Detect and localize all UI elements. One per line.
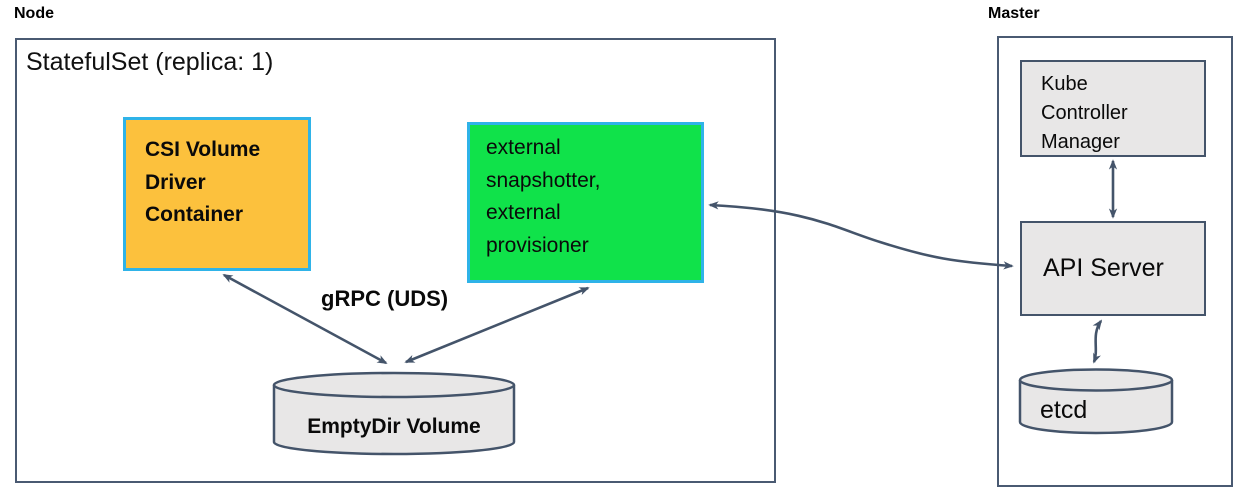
cylinder-shape-icon [272,371,516,456]
statefulset-title: StatefulSet (replica: 1) [26,48,274,76]
master-region-label: Master [988,5,1040,22]
emptydir-volume-label: EmptyDir Volume [307,415,481,438]
emptydir-volume-cylinder: EmptyDir Volume [272,371,516,457]
kube-controller-manager-box: Kube Controller Manager [1020,60,1206,157]
node-region-label: Node [14,5,54,22]
grpc-uds-label: gRPC (UDS) [321,286,449,311]
api-server-box: API Server [1020,221,1206,316]
csi-volume-driver-container-box: CSI Volume Driver Container [123,117,311,271]
etcd-cylinder: etcd [1018,368,1174,435]
etcd-label: etcd [1040,396,1088,424]
cylinder-shape-icon [1018,368,1174,435]
external-snapshotter-provisioner-box: external snapshotter, external provision… [467,122,704,283]
